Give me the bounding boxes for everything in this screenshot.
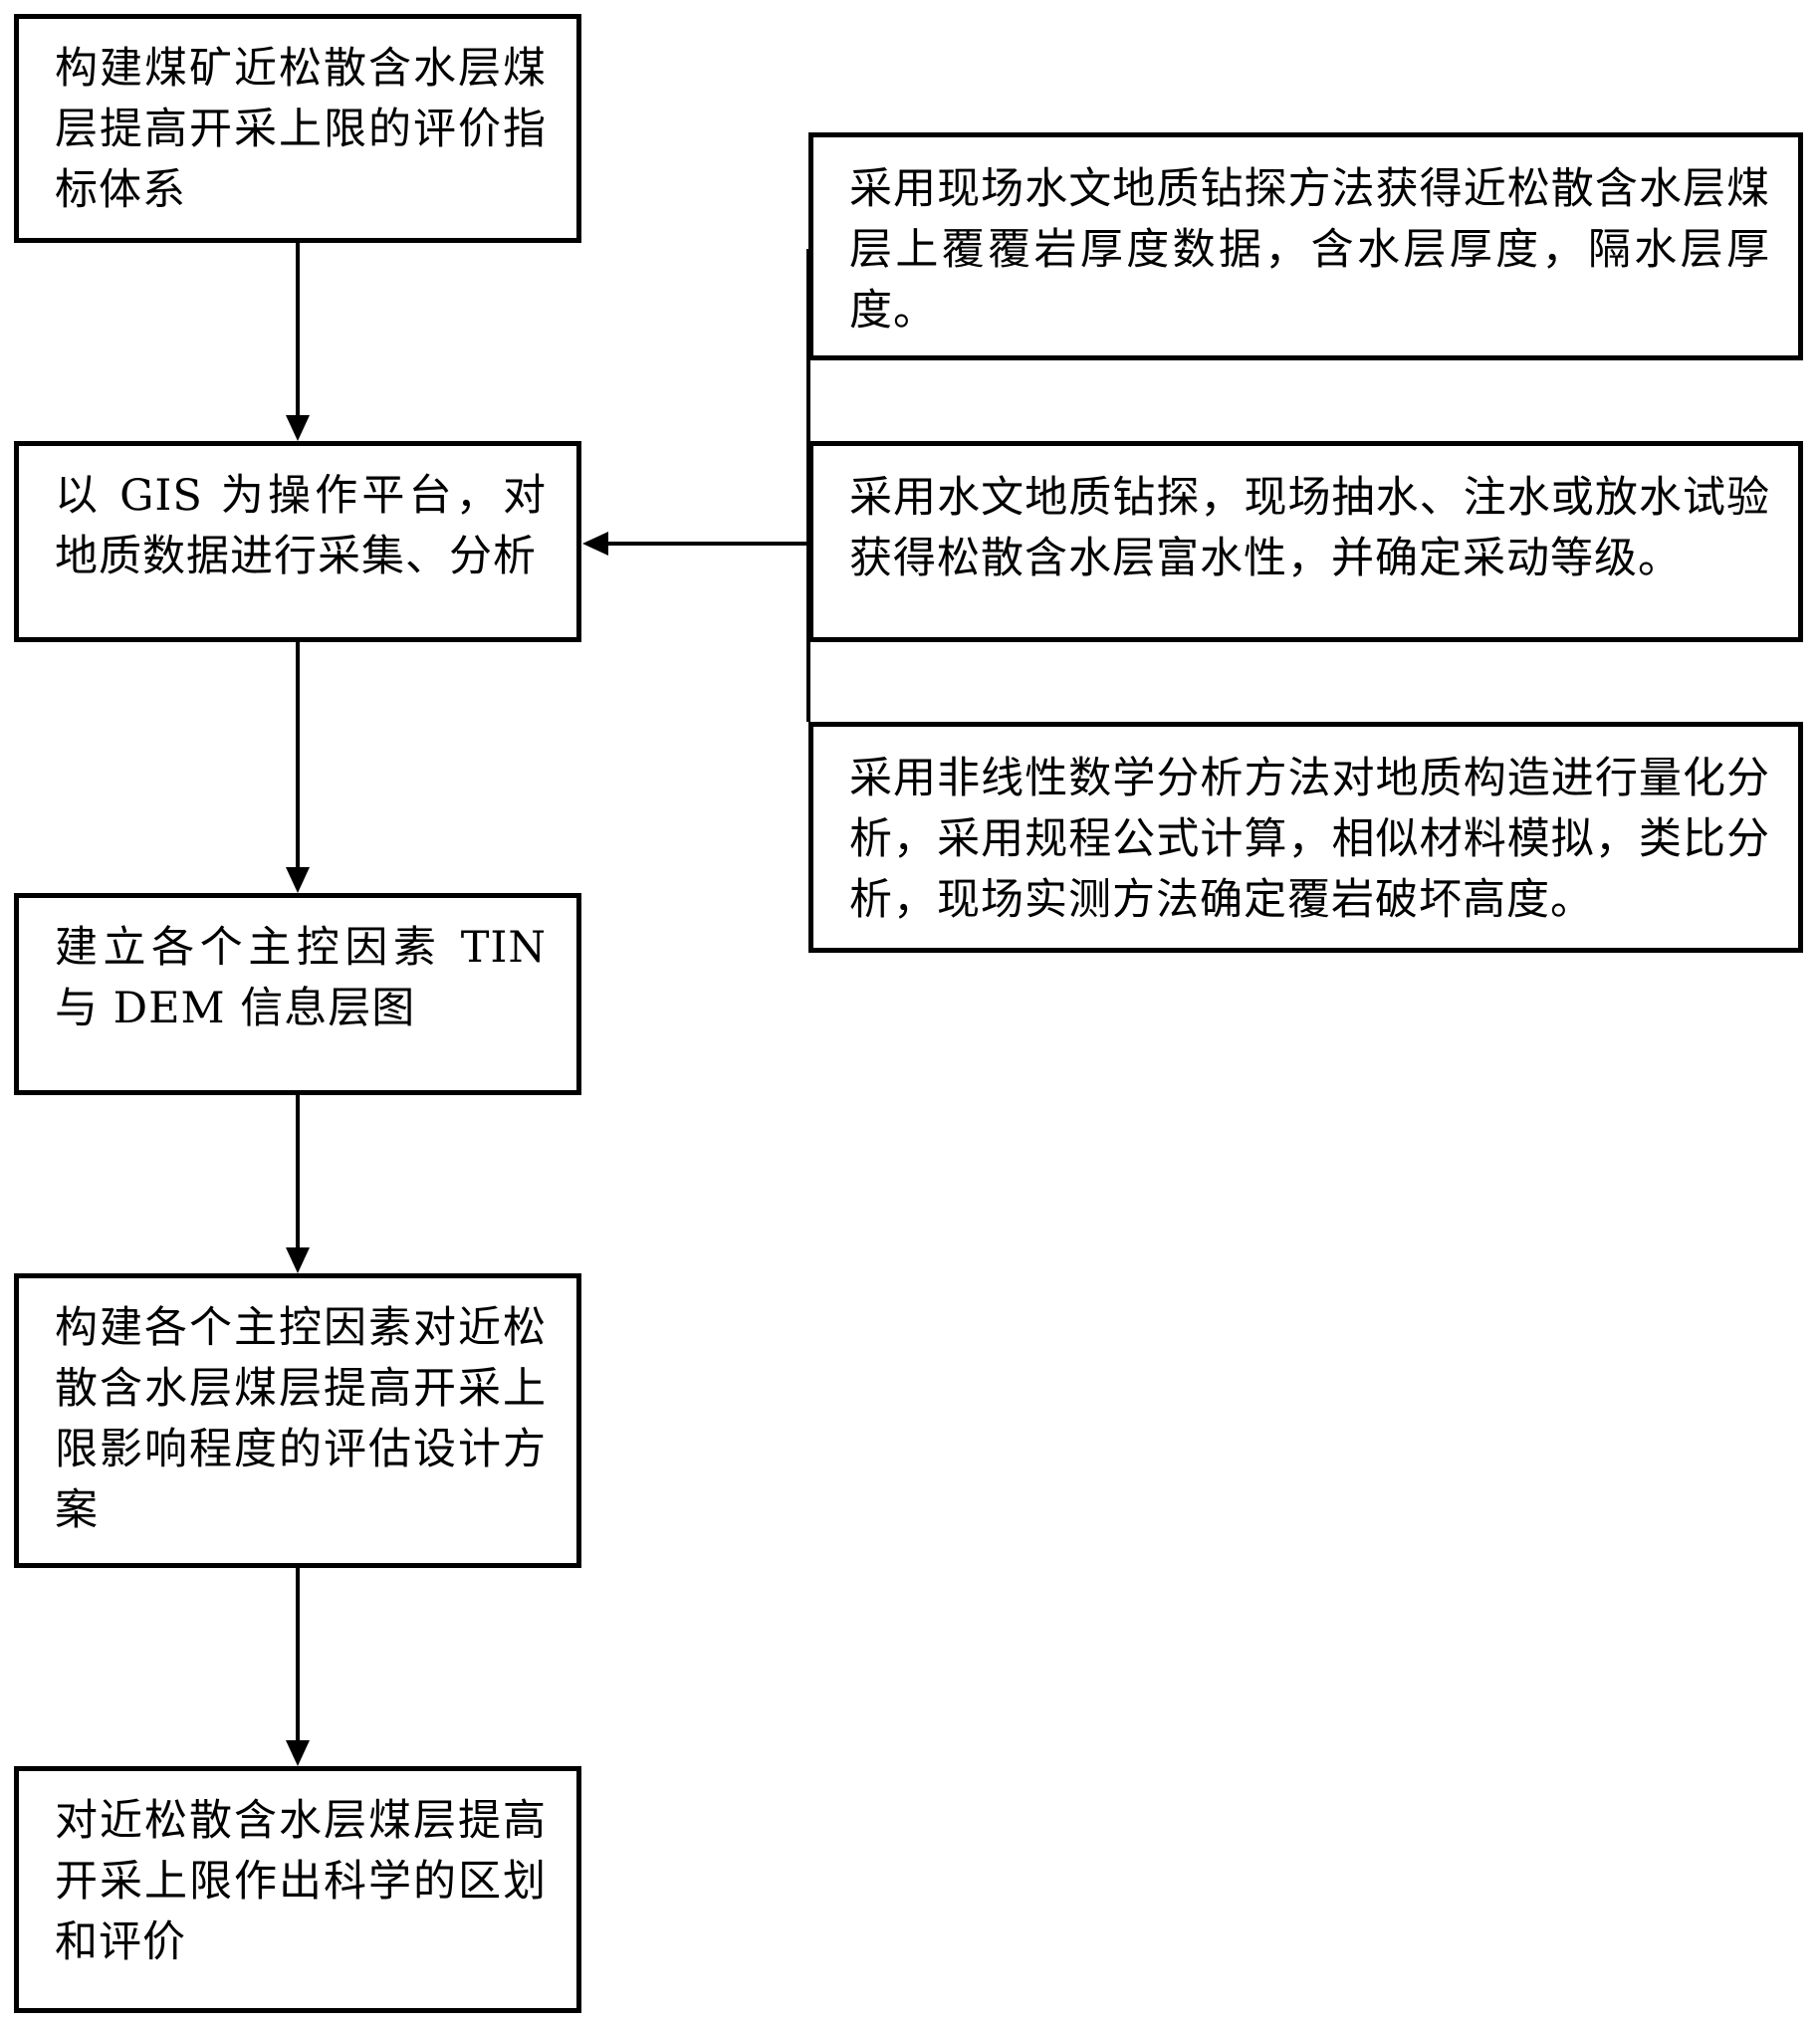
arrow-inputs-to-step2 (582, 532, 808, 556)
input-box-2: 采用水文地质钻探，现场抽水、注水或放水试验获得松散含水层富水性，并确定采动等级。 (808, 441, 1803, 642)
flow-step-5-text: 对近松散含水层煤层提高开采上限作出科学的区划和评价 (55, 1791, 547, 1973)
flow-step-1-text: 构建煤矿近松散含水层煤层提高开采上限的评价指标体系 (55, 39, 547, 221)
input-box-2-text: 采用水文地质钻探，现场抽水、注水或放水试验获得松散含水层富水性，并确定采动等级。 (849, 468, 1770, 589)
flow-step-1: 构建煤矿近松散含水层煤层提高开采上限的评价指标体系 (14, 14, 581, 243)
flow-step-3-text: 建立各个主控因素 TIN 与 DEM 信息层图 (55, 918, 547, 1039)
input-box-1-text: 采用现场水文地质钻探方法获得近松散含水层煤层上覆覆岩厚度数据，含水层厚度，隔水层… (849, 159, 1770, 341)
flow-step-4-text: 构建各个主控因素对近松散含水层煤层提高开采上限影响程度的评估设计方案 (55, 1298, 547, 1541)
arrow-step2-to-step3 (286, 642, 310, 893)
flow-step-2: 以 GIS 为操作平台，对地质数据进行采集、分析 (14, 441, 581, 642)
input-box-3: 采用非线性数学分析方法对地质构造进行量化分析，采用规程公式计算，相似材料模拟，类… (808, 722, 1803, 953)
flow-step-4: 构建各个主控因素对近松散含水层煤层提高开采上限影响程度的评估设计方案 (14, 1273, 581, 1568)
flow-step-2-text: 以 GIS 为操作平台，对地质数据进行采集、分析 (55, 466, 547, 587)
flow-step-5: 对近松散含水层煤层提高开采上限作出科学的区划和评价 (14, 1766, 581, 2013)
arrow-step1-to-step2 (286, 243, 310, 441)
arrow-step4-to-step5 (286, 1568, 310, 1766)
input-box-3-text: 采用非线性数学分析方法对地质构造进行量化分析，采用规程公式计算，相似材料模拟，类… (849, 749, 1770, 931)
input-box-1: 采用现场水文地质钻探方法获得近松散含水层煤层上覆覆岩厚度数据，含水层厚度，隔水层… (808, 132, 1803, 360)
arrow-step3-to-step4 (286, 1095, 310, 1273)
flow-step-3: 建立各个主控因素 TIN 与 DEM 信息层图 (14, 893, 581, 1095)
